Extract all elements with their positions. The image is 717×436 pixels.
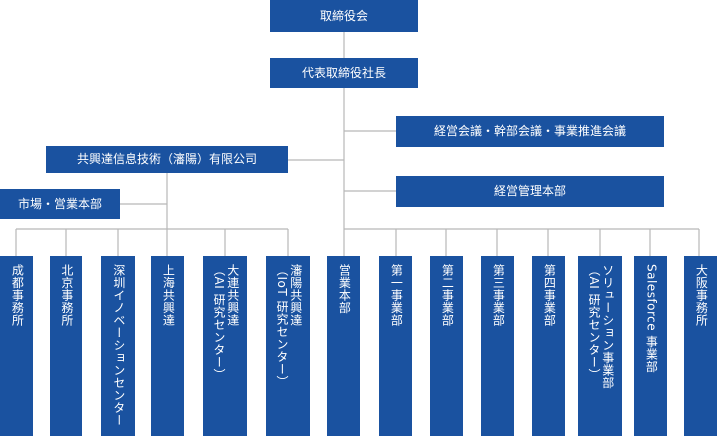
meetings-box: 経営会議・幹部会議・事業推進会議 xyxy=(396,116,664,147)
shanghai-label: 上海共興達 xyxy=(161,264,176,327)
div1-label: 第一事業部 xyxy=(389,264,404,327)
div2-box: 第二事業部 xyxy=(430,256,463,436)
sales-label: 営業本部 xyxy=(337,264,352,314)
president-box: 代表取締役社長 xyxy=(270,58,418,88)
div4-label: 第四事業部 xyxy=(542,264,557,327)
market-box: 市場・営業本部 xyxy=(0,189,120,219)
div2-label: 第二事業部 xyxy=(440,264,455,327)
management-box: 経営管理本部 xyxy=(396,176,664,207)
shanghai-box: 上海共興達 xyxy=(151,256,184,436)
shenyang-label-1: 瀋陽共興達 xyxy=(288,264,303,327)
shenzhen-box: 深圳イノベーションセンター xyxy=(101,256,135,436)
beijing-label: 北京事務所 xyxy=(59,264,74,327)
dalian-box: 大連共興達 （AI 研究センター） xyxy=(203,256,247,436)
board-label: 取締役会 xyxy=(319,8,368,23)
div4-box: 第四事業部 xyxy=(532,256,565,436)
president-label: 代表取締役社長 xyxy=(301,65,386,80)
shenzhen-label: 深圳イノベーションセンター xyxy=(111,264,126,427)
div3-label: 第三事業部 xyxy=(491,264,506,327)
board-box: 取締役会 xyxy=(270,0,418,32)
solution-box: ソリューション事業部 （AI 研究センター） xyxy=(578,256,622,436)
subsidiary-label: 共興達信息技術（瀋陽）有限公司 xyxy=(76,152,257,167)
management-label: 経営管理本部 xyxy=(493,184,566,199)
shenyang-label-2: （IoT 研究センター） xyxy=(275,264,289,389)
meetings-label: 経営会議・幹部会議・事業推進会議 xyxy=(433,124,626,139)
solution-label-1: ソリューション事業部 xyxy=(600,264,615,389)
chengdu-box: 成都事務所 xyxy=(0,256,33,436)
chengdu-label: 成都事務所 xyxy=(10,264,25,327)
sales-box: 営業本部 xyxy=(327,256,360,436)
salesforce-box: Salesforce 事業部 xyxy=(634,256,667,436)
shenyang-box: 瀋陽共興達 （IoT 研究センター） xyxy=(266,256,310,436)
div1-box: 第一事業部 xyxy=(379,256,412,436)
solution-label-2: （AI 研究センター） xyxy=(587,264,601,382)
salesforce-label: Salesforce 事業部 xyxy=(644,264,659,373)
subsidiary-box: 共興達信息技術（瀋陽）有限公司 xyxy=(46,146,288,173)
div3-box: 第三事業部 xyxy=(481,256,514,436)
dalian-label-1: 大連共興達 xyxy=(225,264,240,327)
beijing-box: 北京事務所 xyxy=(50,256,82,436)
dalian-label-2: （AI 研究センター） xyxy=(212,264,226,382)
osaka-label: 大阪事務所 xyxy=(694,264,709,327)
osaka-box: 大阪事務所 xyxy=(684,256,717,436)
market-label: 市場・営業本部 xyxy=(17,196,102,211)
